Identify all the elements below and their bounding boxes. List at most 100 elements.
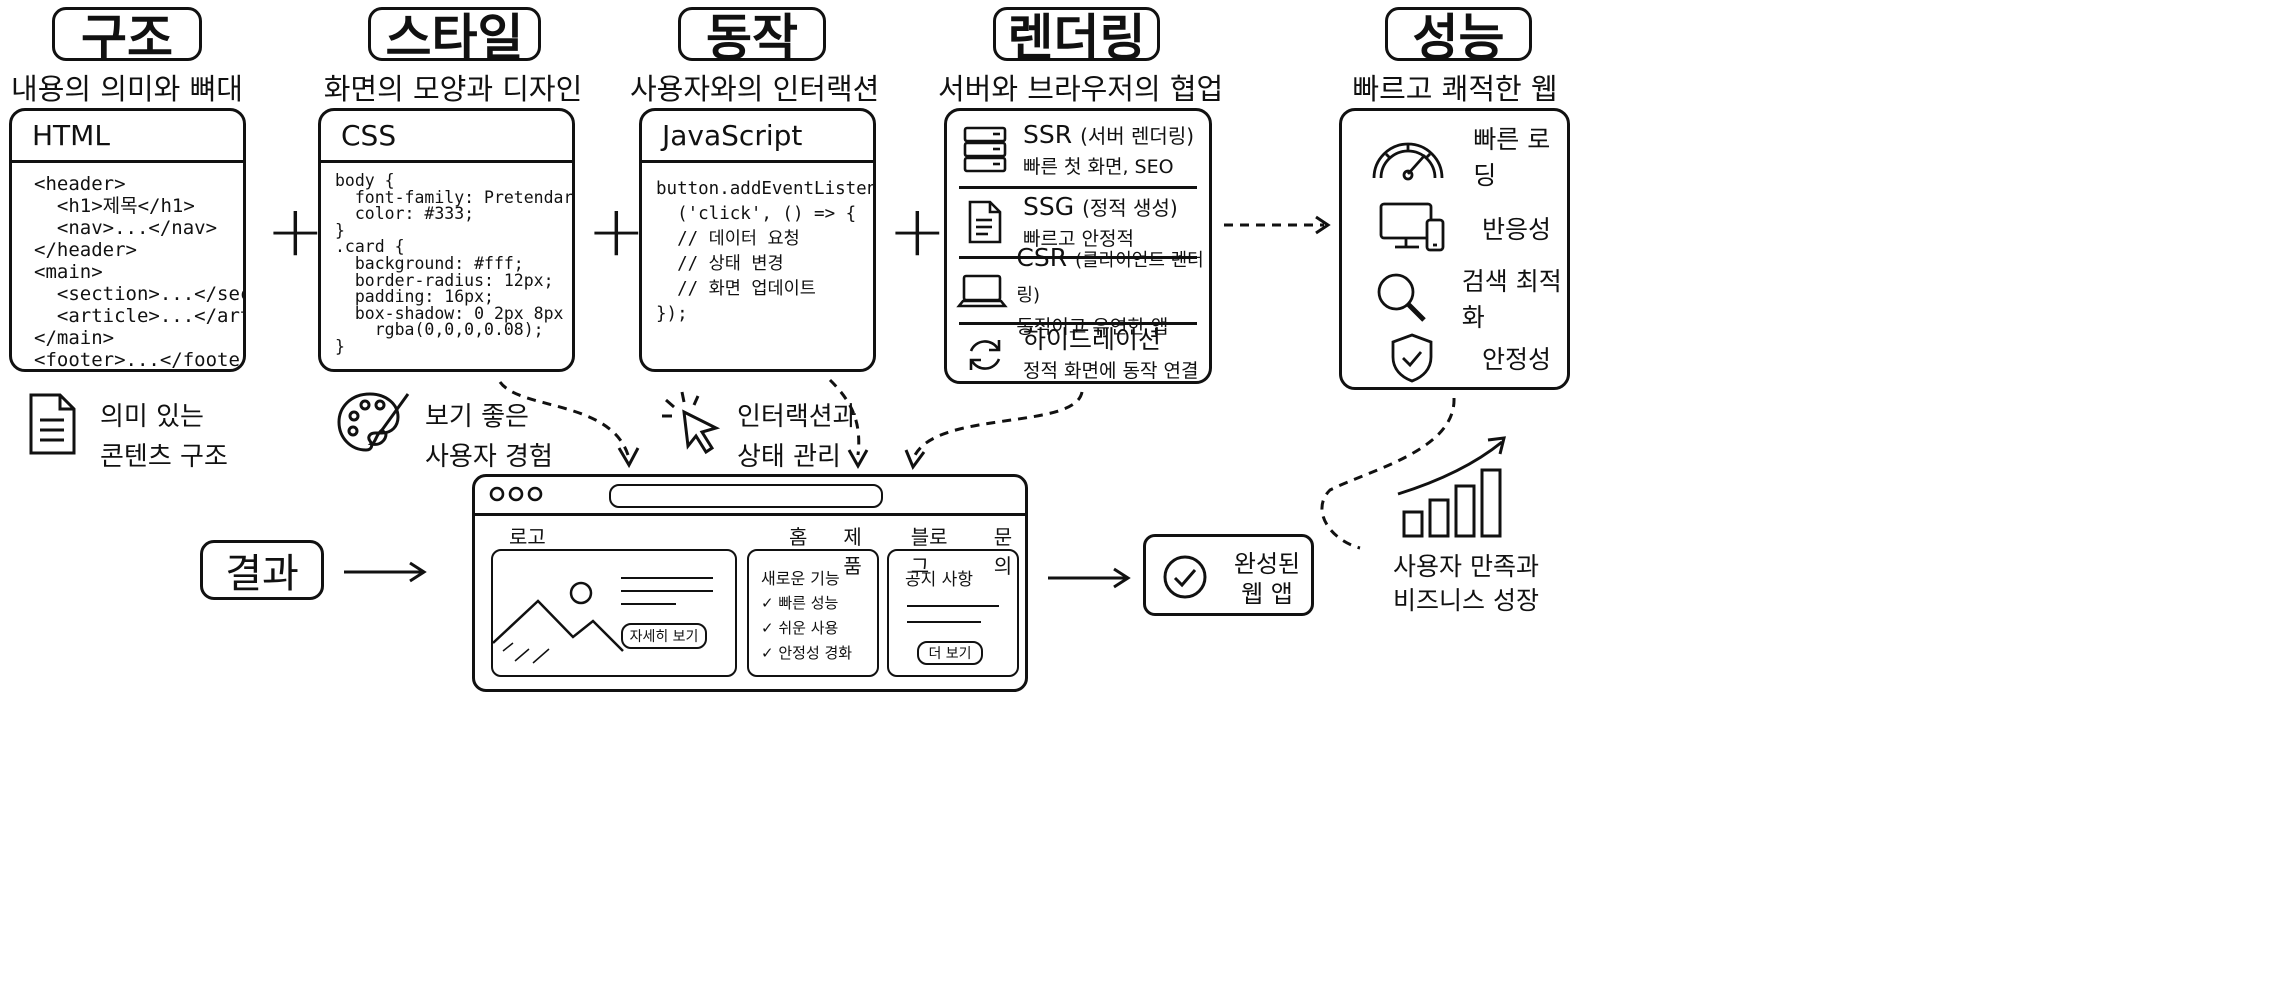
browser-titlebar — [475, 477, 1025, 516]
browser-window: 로고 홈 제품 블로그 문의 자세히 보기 새로운 기능 ✓ 빠른 성능 ✓ 쉬… — [472, 474, 1028, 692]
refresh-icon — [947, 335, 1023, 375]
css-card-title: CSS — [321, 111, 572, 163]
laptop-icon — [947, 274, 1016, 310]
performance-item: 안정성 — [1342, 326, 1567, 387]
arrow-right — [344, 561, 427, 583]
palette-icon — [337, 392, 410, 452]
arrow-right — [1048, 567, 1131, 589]
feature-item: ✓ 안정성 경화 — [761, 644, 853, 662]
performance-label: 반응성 — [1482, 215, 1552, 244]
note-line: 상태 관리 — [737, 442, 841, 472]
rendering-item-suffix: (서버 렌더링) — [1080, 123, 1195, 148]
column-subtitle-structure: 내용의 의미와 뼈대 — [11, 72, 243, 106]
file-icon — [947, 200, 1023, 244]
nav-item-blog[interactable]: 블로그 — [910, 525, 948, 578]
plus-icon: + — [266, 190, 325, 272]
column-title-structure: 구조 — [52, 7, 202, 67]
more-button[interactable]: 더 보기 — [917, 641, 983, 665]
note-line: 콘텐츠 구조 — [100, 442, 228, 472]
performance-item: 검색 최적화 — [1342, 263, 1567, 333]
rendering-card: SSR (서버 렌더링)빠른 첫 화면, SEO SSG (정적 생성) 빠르고 … — [944, 108, 1212, 384]
column-title-style: 스타일 — [368, 7, 541, 67]
rendering-item-title: SSR — [1023, 119, 1073, 149]
performance-label: 검색 최적화 — [1461, 267, 1562, 332]
document-icon — [29, 393, 76, 455]
plus-icon: + — [888, 190, 947, 272]
rendering-item-desc: 빠르고 안정적 — [1023, 227, 1134, 250]
note-line: 보기 좋은 — [425, 402, 529, 432]
notice-title: 공지 사항 — [905, 570, 973, 590]
column-subtitle-behavior: 사용자와의 인터랙션 — [630, 72, 880, 106]
hero-card: 자세히 보기 — [491, 549, 737, 677]
growth-label: 사용자 만족과 비즈니스 성장 — [1393, 552, 1539, 615]
notice-card: 공지 사항 더 보기 — [887, 549, 1019, 677]
javascript-code-card: JavaScript button.addEventListener ('cli… — [639, 108, 876, 372]
hero-text-lines — [621, 577, 713, 605]
result-label: 결과 — [200, 540, 324, 600]
check-icon: ✓ — [761, 644, 779, 662]
divider — [959, 322, 1197, 325]
rendering-item-suffix: (정적 생성) — [1082, 195, 1178, 220]
feature-item: ✓ 쉬운 사용 — [761, 619, 839, 637]
column-title-behavior: 동작 — [678, 7, 826, 67]
note-structure: 의미 있는 콘텐츠 구조 — [100, 397, 228, 477]
column-subtitle-style: 화면의 모양과 디자인 — [323, 72, 583, 106]
check-circle-icon — [1163, 555, 1207, 599]
devices-icon — [1342, 202, 1482, 254]
feature-item: ✓ 빠른 성능 — [761, 594, 839, 612]
window-controls-icon — [489, 486, 543, 502]
site-logo[interactable]: 로고 — [509, 525, 546, 549]
html-card-title: HTML — [12, 111, 243, 163]
rendering-item-title: CSR — [1016, 243, 1068, 272]
column-title-performance: 성능 — [1385, 7, 1532, 67]
features-title: 새로운 기능 — [761, 569, 840, 588]
css-code-card: CSS body { font-family: Pretendard; colo… — [318, 108, 575, 372]
shield-check-icon — [1342, 333, 1482, 383]
javascript-card-title: JavaScript — [642, 111, 873, 163]
note-line: 의미 있는 — [100, 402, 204, 432]
server-icon — [947, 126, 1023, 174]
plus-icon: + — [587, 190, 646, 272]
features-card: 새로운 기능 ✓ 빠른 성능 ✓ 쉬운 사용 ✓ 안정성 경화 — [747, 549, 879, 677]
rendering-item-ssr: SSR (서버 렌더링)빠른 첫 화면, SEO — [947, 117, 1209, 183]
rendering-item-suffix: (클라이언트 렌더링) — [1016, 250, 1204, 306]
rendering-item-desc: 동적이고 유연한 앱 — [1016, 316, 1169, 338]
dashed-arrow — [1224, 215, 1331, 235]
speedometer-icon — [1342, 130, 1473, 182]
nav-item-products[interactable]: 제품 — [843, 525, 862, 578]
note-style: 보기 좋은 사용자 경험 — [425, 397, 553, 477]
magnifier-icon — [1342, 270, 1462, 326]
performance-label: 빠른 로딩 — [1473, 125, 1551, 190]
column-subtitle-performance: 빠르고 쾌적한 웹 — [1352, 72, 1558, 106]
site-nav: 홈 제품 블로그 문의 — [789, 521, 1025, 579]
rendering-item-title: SSG — [1023, 191, 1075, 221]
address-bar[interactable] — [609, 484, 883, 508]
performance-card: 빠른 로딩 반응성 검색 최적화 안정성 — [1339, 108, 1570, 390]
notice-lines — [907, 605, 999, 623]
check-icon: ✓ — [761, 619, 779, 637]
column-title-rendering: 렌더링 — [993, 7, 1160, 67]
performance-label: 안정성 — [1482, 345, 1552, 374]
final-web-app: 완성된 웹 앱 — [1143, 534, 1314, 616]
final-label: 완성된 웹 앱 — [1233, 550, 1301, 608]
html-code: <header> <h1>제목</h1> <nav>...</nav> </he… — [34, 173, 246, 371]
nav-item-contact[interactable]: 문의 — [993, 525, 1013, 578]
column-subtitle-rendering: 서버와 브라우저의 협업 — [938, 72, 1224, 106]
check-icon: ✓ — [761, 594, 779, 612]
details-button[interactable]: 자세히 보기 — [621, 623, 707, 649]
nav-item-home[interactable]: 홈 — [789, 525, 808, 549]
divider — [959, 256, 1197, 259]
rendering-item-csr: CSR (클라이언트 렌더링) 동적이고 유연한 앱 — [947, 243, 1209, 338]
rendering-item-ssg: SSG (정적 생성) 빠르고 안정적 — [947, 189, 1209, 255]
note-line: 인터랙션과 — [737, 402, 857, 432]
performance-item: 반응성 — [1342, 193, 1567, 263]
html-code-card: HTML <header> <h1>제목</h1> <nav>...</nav>… — [9, 108, 246, 372]
note-behavior: 인터랙션과 상태 관리 — [737, 397, 857, 477]
css-code: body { font-family: Pretendard; color: #… — [335, 171, 574, 356]
feature-list: ✓ 빠른 성능 ✓ 쉬운 사용 ✓ 안정성 경화 — [761, 591, 852, 666]
rendering-item-desc: 정적 화면에 동작 연결 — [1023, 360, 1199, 382]
performance-item: 빠른 로딩 — [1342, 121, 1567, 191]
mountain-image-icon — [493, 581, 624, 664]
